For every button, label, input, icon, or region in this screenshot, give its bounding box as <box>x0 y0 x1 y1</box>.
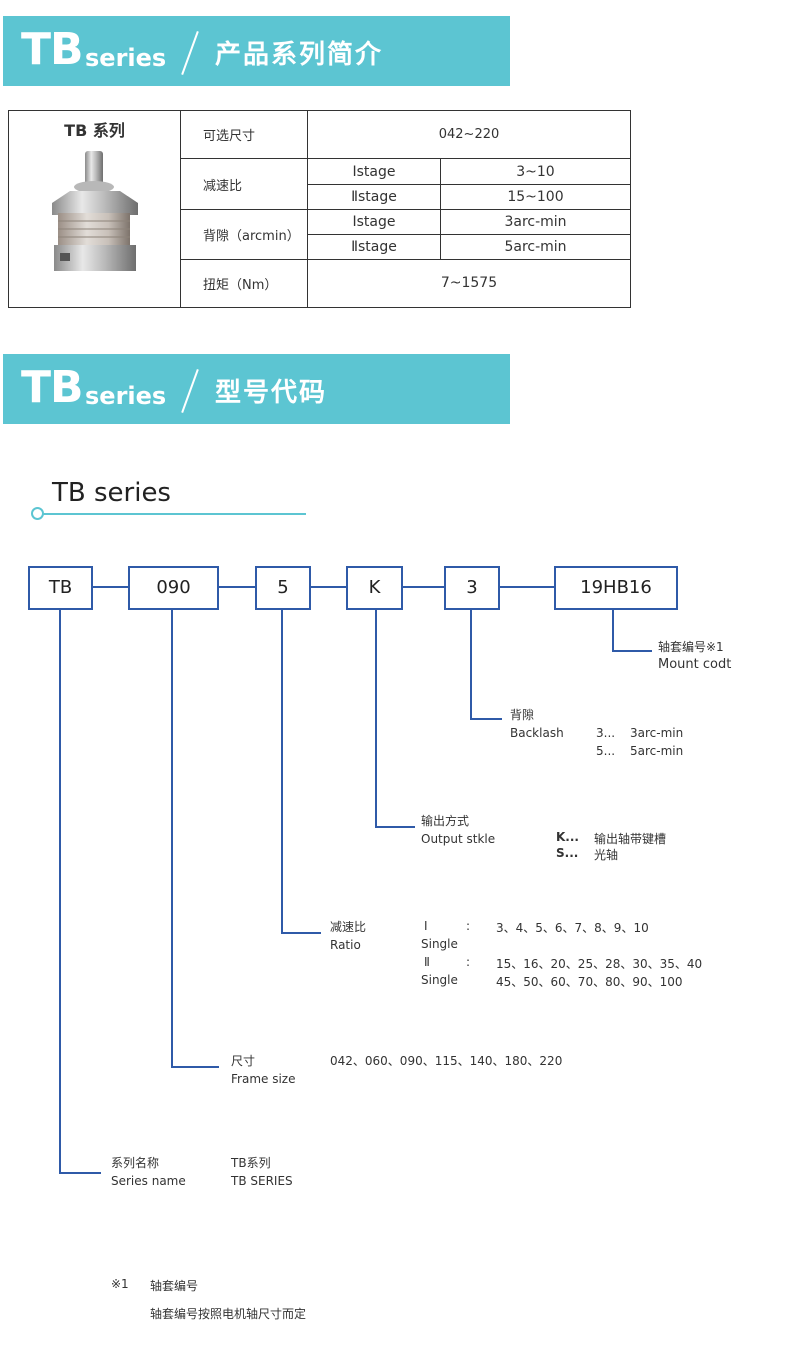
connector <box>309 586 346 588</box>
leader-frame-v <box>171 608 173 1068</box>
leader-backlash-v <box>470 608 472 720</box>
product-cell: TB 系列 <box>8 110 181 308</box>
banner-title: 产品系列简介 <box>215 40 384 70</box>
code-box-output: K <box>346 566 403 610</box>
leader-mount-v <box>612 608 614 652</box>
ratio-label: 减速比 <box>180 158 308 211</box>
size-value: 042~220 <box>307 109 631 160</box>
series-code-en: Series name <box>111 1174 186 1188</box>
leader-output-v <box>375 608 377 828</box>
leader-backlash-h <box>470 718 502 720</box>
series-code-label: 系列名称 Series name <box>111 1154 186 1190</box>
ratio-stage2-values-1: 15、16、20、25、28、30、35、40 <box>496 957 703 971</box>
backlash-stage2: Ⅱstage <box>307 233 441 260</box>
backlash-stage2-value: 5arc-min <box>440 233 631 260</box>
series-code-cn: 系列名称 <box>111 1156 160 1170</box>
ratio-stage2: Ⅱstage <box>307 184 441 211</box>
backlash-opt-key-1: 3... <box>596 726 616 740</box>
backlash-label: 背隙（arcmin） <box>180 209 308 260</box>
series-value-en: TB SERIES <box>231 1174 293 1188</box>
output-code-cn: 输出方式 <box>421 814 470 828</box>
torque-value: 7~1575 <box>307 258 631 309</box>
banner-series-text: series <box>85 382 167 410</box>
mount-label: 轴套编号※1 Mount codt <box>658 638 731 674</box>
backlash-code-cn: 背隙 <box>510 708 535 722</box>
ratio-colon-2: : <box>466 955 471 969</box>
output-code-en: Output stkle <box>421 832 496 846</box>
footnote-mark: ※1 <box>111 1277 129 1291</box>
code-box-mount: 19HB16 <box>554 566 678 610</box>
output-opt-key-2: S... <box>556 846 579 860</box>
code-box-series: TB <box>28 566 93 610</box>
torque-label: 扭矩（Nm） <box>180 258 308 309</box>
ratio-stage1-mark: Ⅰ <box>424 919 428 933</box>
frame-code-cn: 尺寸 <box>231 1054 256 1068</box>
ratio-stage1-word: Single <box>421 937 458 951</box>
leader-series-v <box>59 608 61 1174</box>
banner-series-text: series <box>85 44 167 72</box>
title-dot-icon <box>31 507 44 520</box>
ratio-code-en: Ratio <box>330 938 361 952</box>
code-box-backlash: 3 <box>444 566 500 610</box>
size-label: 可选尺寸 <box>180 109 308 160</box>
connector <box>498 586 554 588</box>
spec-table: TB 系列 <box>8 109 631 309</box>
footnote-text: 轴套编号按照电机轴尺寸而定 <box>150 1307 307 1321</box>
code-box-frame: 090 <box>128 566 219 610</box>
frame-code-label: 尺寸 Frame size <box>231 1052 295 1088</box>
mount-label-cn: 轴套编号※1 <box>658 640 724 654</box>
output-opt-key-1: K... <box>556 830 579 844</box>
backlash-stage1-value: 3arc-min <box>440 209 631 235</box>
banner-model-code: TB series 型号代码 <box>3 354 510 424</box>
ratio-code-label: 减速比 Ratio <box>330 918 366 954</box>
backlash-opt-value-1: 3arc-min <box>630 726 684 740</box>
banner-slash <box>181 31 199 75</box>
backlash-code-en: Backlash <box>510 726 564 740</box>
ratio-stage1-values: 3、4、5、6、7、8、9、10 <box>496 921 649 935</box>
connector <box>91 586 128 588</box>
backlash-stage1: Ⅰstage <box>307 209 441 235</box>
ratio-stage1: Ⅰstage <box>307 158 441 186</box>
code-box-ratio: 5 <box>255 566 311 610</box>
leader-ratio-v <box>281 608 283 934</box>
banner-slash <box>181 369 199 413</box>
leader-ratio-h <box>281 932 321 934</box>
series-value-cn: TB系列 <box>231 1156 271 1170</box>
series-value: TB系列 TB SERIES <box>231 1154 293 1190</box>
leader-mount-h <box>612 650 652 652</box>
ratio-code-cn: 减速比 <box>330 920 367 934</box>
gearbox-image <box>51 151 138 271</box>
ratio-stage2-values-2: 45、50、60、70、80、90、100 <box>496 975 683 989</box>
output-opt-value-2: 光轴 <box>594 848 619 862</box>
output-opt-value-1: 输出轴带键槽 <box>594 832 667 846</box>
product-name: TB 系列 <box>64 121 125 140</box>
banner-product-intro: TB series 产品系列简介 <box>3 16 510 86</box>
frame-values: 042、060、090、115、140、180、220 <box>330 1054 563 1068</box>
footnote-title: 轴套编号 <box>150 1279 199 1293</box>
leader-series-h <box>59 1172 101 1174</box>
ratio-stage2-value: 15~100 <box>440 184 631 211</box>
connector <box>217 586 255 588</box>
frame-code-en: Frame size <box>231 1072 296 1086</box>
backlash-code-label: 背隙 Backlash <box>510 706 564 742</box>
backlash-opt-key-2: 5... <box>596 744 616 758</box>
title-underline <box>40 513 306 515</box>
banner-title: 型号代码 <box>215 378 328 408</box>
output-code-label: 输出方式 Output stkle <box>421 812 495 848</box>
ratio-stage1-value: 3~10 <box>440 158 631 186</box>
backlash-opt-value-2: 5arc-min <box>630 744 684 758</box>
ratio-colon-1: : <box>466 919 471 933</box>
banner-tb-text: TB <box>21 24 84 75</box>
mount-label-en: Mount codt <box>658 657 732 672</box>
leader-output-h <box>375 826 415 828</box>
ratio-stage2-word: Single <box>421 973 458 987</box>
banner-tb-text: TB <box>21 362 84 413</box>
leader-frame-h <box>171 1066 219 1068</box>
ratio-stage2-mark: Ⅱ <box>424 955 430 969</box>
connector <box>401 586 444 588</box>
code-section-title: TB series <box>52 478 171 508</box>
